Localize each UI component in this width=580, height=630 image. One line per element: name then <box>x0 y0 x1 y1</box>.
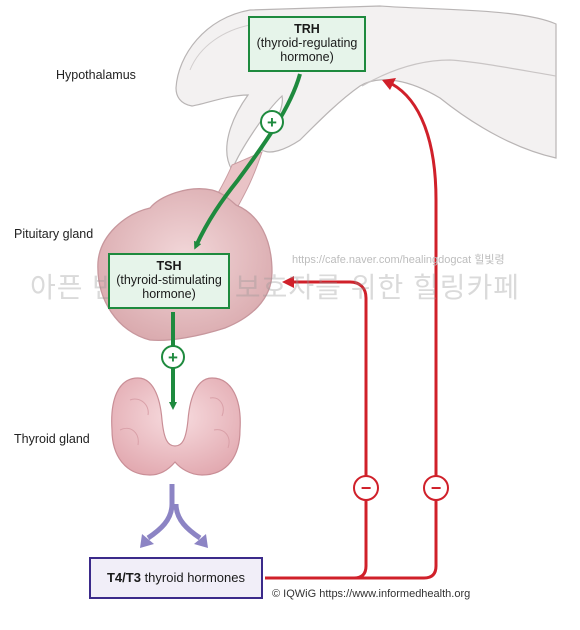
watermark-url: https://cafe.naver.com/healingdogcat 힐빛령 <box>292 254 505 266</box>
thyroid-shape <box>111 377 241 476</box>
feedback-to-hypothalamus-arrowhead <box>382 78 396 90</box>
trh-abbr: TRH <box>294 22 320 36</box>
trh-to-pituitary-arrow <box>194 73 302 250</box>
tsh-abbr: TSH <box>156 259 182 273</box>
t4-t3-name: thyroid hormones <box>144 570 246 585</box>
inhibition-marker-2 <box>423 475 449 501</box>
feedback-to-pituitary-line <box>265 280 368 580</box>
hormone-release-arrows <box>140 484 208 548</box>
credit-line: © IQWiG https://www.informedhealth.org <box>272 588 471 600</box>
stimulation-marker-2 <box>161 345 185 369</box>
feedback-to-hypothalamus-line <box>354 82 438 580</box>
plus-sign-2: + <box>168 348 178 367</box>
hypothalamus-label: Hypothalamus <box>56 68 136 82</box>
watermark-text: 아픈 반려동물과 보호자를 위한 힐링카페 <box>30 272 521 303</box>
thyroid-label: Thyroid gland <box>14 432 90 446</box>
feedback-to-pituitary-arrowhead <box>282 276 294 288</box>
tsh-name-line2: hormone) <box>142 287 196 301</box>
t4-t3-abbr: T4/T3 <box>106 570 141 585</box>
trh-box: TRH (thyroid-regulating hormone) <box>248 16 366 72</box>
pituitary-shape <box>97 151 273 342</box>
t4-t3-box: T4/T3 thyroid hormones <box>89 557 263 599</box>
hypothalamus-shape <box>175 5 557 172</box>
trh-name-line1: (thyroid-regulating <box>256 36 358 50</box>
stimulation-marker-1 <box>260 110 284 134</box>
plus-sign-1: + <box>267 113 277 132</box>
trh-name-line2: hormone) <box>280 50 334 64</box>
minus-sign-1: − <box>361 478 372 498</box>
minus-sign-2: − <box>431 478 442 498</box>
tsh-box: TSH (thyroid-stimulating hormone) <box>108 253 230 309</box>
tsh-name-line1: (thyroid-stimulating <box>116 273 222 287</box>
pituitary-label: Pituitary gland <box>14 227 94 241</box>
inhibition-marker-1 <box>353 475 379 501</box>
